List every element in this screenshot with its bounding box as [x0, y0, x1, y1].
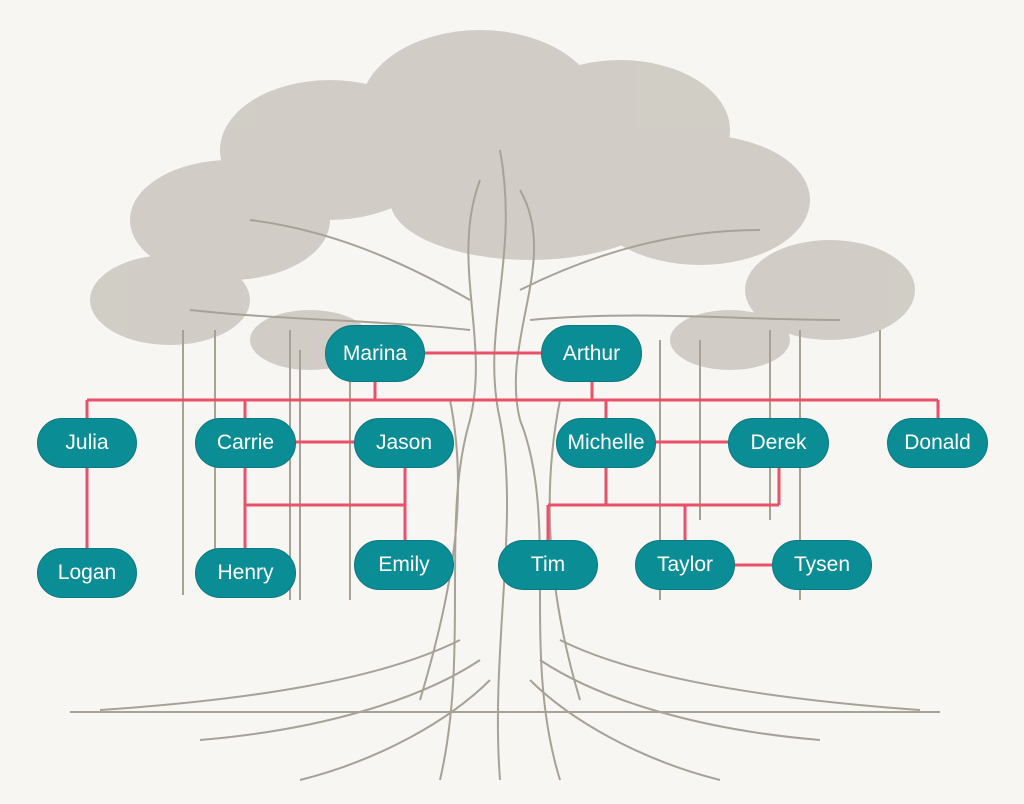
person-arthur[interactable]: Arthur — [541, 325, 642, 382]
children-bar-carrie-jason — [243, 468, 407, 548]
person-julia[interactable]: Julia — [37, 418, 137, 468]
person-logan[interactable]: Logan — [37, 548, 137, 598]
person-henry[interactable]: Henry — [195, 548, 296, 598]
person-emily[interactable]: Emily — [354, 540, 454, 590]
person-donald[interactable]: Donald — [887, 418, 988, 468]
person-michelle[interactable]: Michelle — [556, 418, 656, 468]
person-taylor[interactable]: Taylor — [635, 540, 735, 590]
person-tim[interactable]: Tim — [498, 540, 598, 590]
children-bar-michelle-derek — [546, 468, 781, 540]
person-jason[interactable]: Jason — [354, 418, 454, 468]
person-marina[interactable]: Marina — [325, 325, 425, 382]
person-derek[interactable]: Derek — [728, 418, 829, 468]
person-carrie[interactable]: Carrie — [195, 418, 296, 468]
person-tysen[interactable]: Tysen — [772, 540, 872, 590]
